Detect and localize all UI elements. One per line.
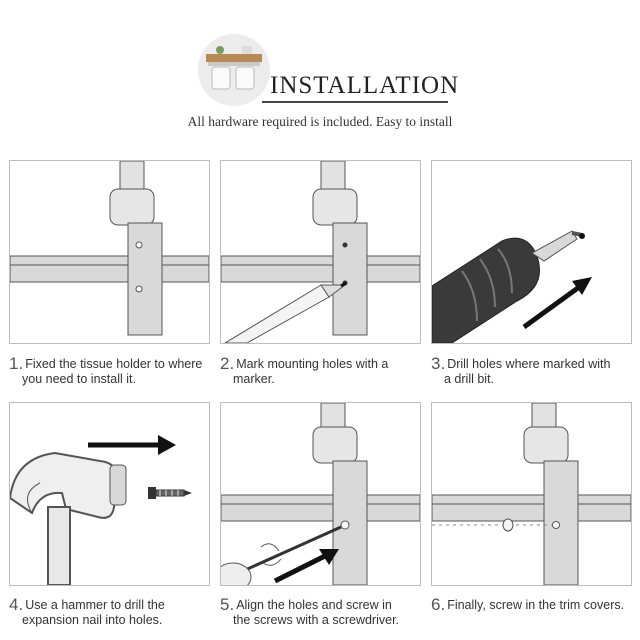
page-subtitle: All hardware required is included. Easy … xyxy=(187,114,453,129)
step-2-illustration xyxy=(220,160,421,344)
step-3-caption: 3.Drill holes where marked with a drill … xyxy=(431,354,611,386)
product-photo xyxy=(198,34,270,106)
title-underline xyxy=(262,101,448,103)
step-5-caption: 5.Align the holes and screw in the screw… xyxy=(220,595,400,627)
step-2-caption: 2.Mark mounting holes with a marker. xyxy=(220,354,389,386)
step-1-illustration xyxy=(9,160,210,344)
step-4-caption: 4.Use a hammer to drill the expansion na… xyxy=(9,595,165,627)
page-title: INSTALLATION xyxy=(270,72,460,99)
step-5-illustration xyxy=(220,402,421,586)
step-3-illustration xyxy=(431,160,632,344)
step-1-caption: 1.Fixed the tissue holder to where you n… xyxy=(9,354,203,386)
step-6-caption: 6.Finally, screw in the trim covers. xyxy=(431,595,625,614)
step-6-illustration xyxy=(431,402,632,586)
step-4-illustration xyxy=(9,402,210,586)
